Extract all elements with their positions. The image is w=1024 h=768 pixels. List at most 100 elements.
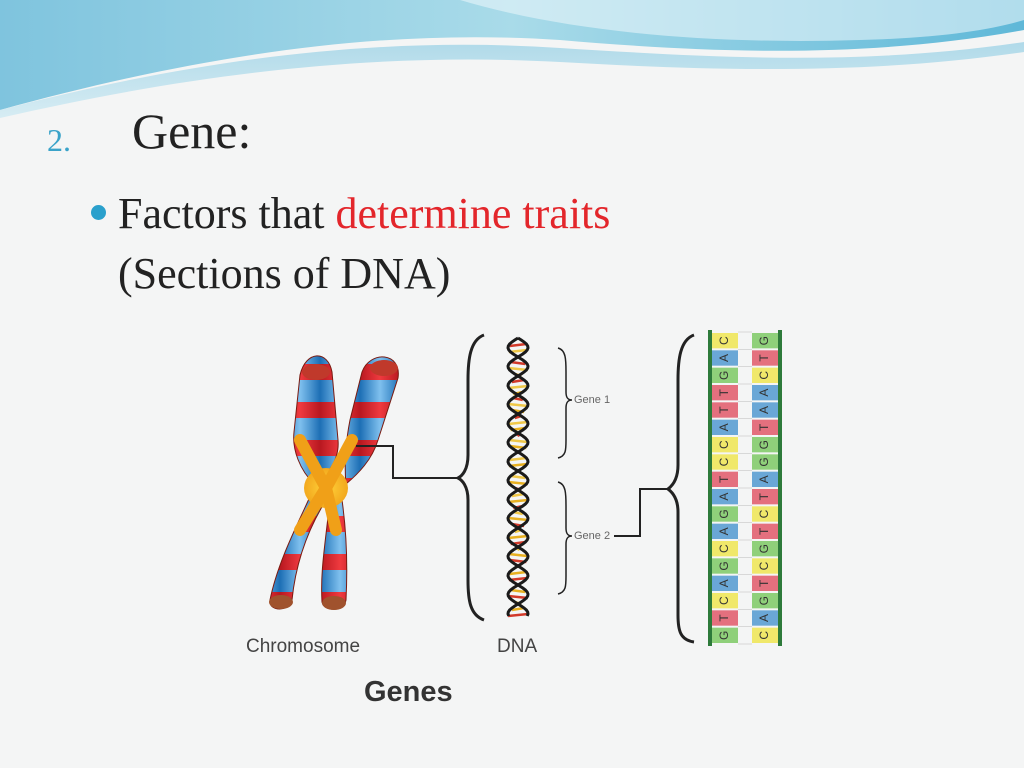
base-letter: C (717, 457, 731, 466)
base-cell (752, 506, 778, 522)
base-letter: A (717, 493, 731, 501)
base-cell (752, 575, 778, 591)
base-cell (752, 489, 778, 505)
gene1-brace (557, 347, 573, 459)
gene2-label: Gene 2 (574, 530, 611, 542)
dna-strand (506, 336, 530, 617)
base-letter: G (757, 336, 771, 345)
dna-rung (510, 360, 526, 366)
dna-rung (508, 438, 528, 444)
dna-rung (507, 498, 529, 504)
base-cell (752, 610, 778, 626)
base-cell (712, 610, 738, 626)
chromosome-drawing (269, 355, 399, 610)
base-letter: G (717, 509, 731, 518)
dna-strand (506, 336, 530, 617)
base-letter: C (757, 561, 771, 570)
base-cell (712, 489, 738, 505)
base-cell (752, 627, 778, 643)
dna-helix (506, 336, 530, 618)
base-cell (752, 367, 778, 383)
base-cell (712, 506, 738, 522)
base-cell (712, 385, 738, 401)
base-letter: A (757, 389, 771, 397)
bullet-text-highlight: determine traits (335, 189, 611, 238)
dna-rung (510, 588, 526, 594)
dna-brace (454, 333, 485, 622)
base-letter: A (717, 527, 731, 535)
base-cell (712, 419, 738, 435)
dna-rung (508, 534, 528, 540)
dna-rung (507, 384, 529, 390)
dna-caption: DNA (497, 636, 538, 657)
base-letter: T (757, 423, 771, 431)
base-cell (752, 558, 778, 574)
base-cell (712, 575, 738, 591)
base-cell (712, 454, 738, 470)
base-letter: C (717, 596, 731, 605)
base-cell (712, 541, 738, 557)
base-letter: T (757, 354, 771, 362)
base-letter: A (757, 614, 771, 622)
header-wave-decoration (0, 0, 1024, 118)
dna-rung (510, 474, 526, 480)
base-letter: A (757, 475, 771, 483)
dna-rung (507, 402, 529, 408)
base-cell (712, 471, 738, 487)
base-letter: G (717, 371, 731, 380)
base-cell (712, 558, 738, 574)
base-letter: G (757, 440, 771, 449)
list-number: 2. (47, 122, 71, 158)
base-cell (752, 593, 778, 609)
base-cell (752, 437, 778, 453)
base-letter: A (717, 354, 731, 362)
dna-rung (508, 552, 528, 558)
base-cell (712, 402, 738, 418)
base-letter: T (717, 614, 731, 622)
base-cell (752, 333, 778, 349)
base-letter: T (717, 475, 731, 483)
bullet-text-line2: (Sections of DNA) (118, 249, 451, 298)
base-cell (752, 419, 778, 435)
gene2-brace (557, 481, 573, 595)
bullet-text: Factors that determine traits (Sections … (118, 184, 818, 304)
base-letter: G (717, 561, 731, 570)
base-letter: G (757, 544, 771, 553)
base-letter: A (757, 406, 771, 414)
base-letter: C (717, 544, 731, 553)
ladder-rail (708, 330, 712, 646)
dna-rung (508, 420, 528, 426)
bullet-icon (91, 205, 106, 220)
base-cell (752, 523, 778, 539)
base-letter: A (717, 579, 731, 587)
base-cell (712, 333, 738, 349)
base-cell (712, 350, 738, 366)
dna-rung (509, 570, 527, 576)
base-letter: T (717, 388, 731, 396)
dna-rung (508, 594, 528, 600)
base-cell (752, 541, 778, 557)
bases-brace (665, 333, 695, 644)
connector-line-chromosome (356, 445, 458, 479)
base-letter: C (757, 631, 771, 640)
dna-rung (508, 480, 528, 486)
base-cell (752, 471, 778, 487)
base-cell (712, 593, 738, 609)
genes-caption: Genes (364, 676, 453, 708)
base-letter: C (757, 371, 771, 380)
dna-rung (508, 366, 528, 372)
base-letter: T (757, 579, 771, 587)
base-cell (752, 454, 778, 470)
base-cell (752, 350, 778, 366)
base-letter: T (717, 406, 731, 414)
base-letter: C (717, 440, 731, 449)
dna-rung (507, 516, 529, 522)
chromosome-caption: Chromosome (246, 636, 361, 657)
base-letter: A (717, 423, 731, 431)
base-letter: G (757, 596, 771, 605)
base-letter: G (757, 457, 771, 466)
connector-line-gene (614, 488, 668, 537)
base-cell (712, 367, 738, 383)
